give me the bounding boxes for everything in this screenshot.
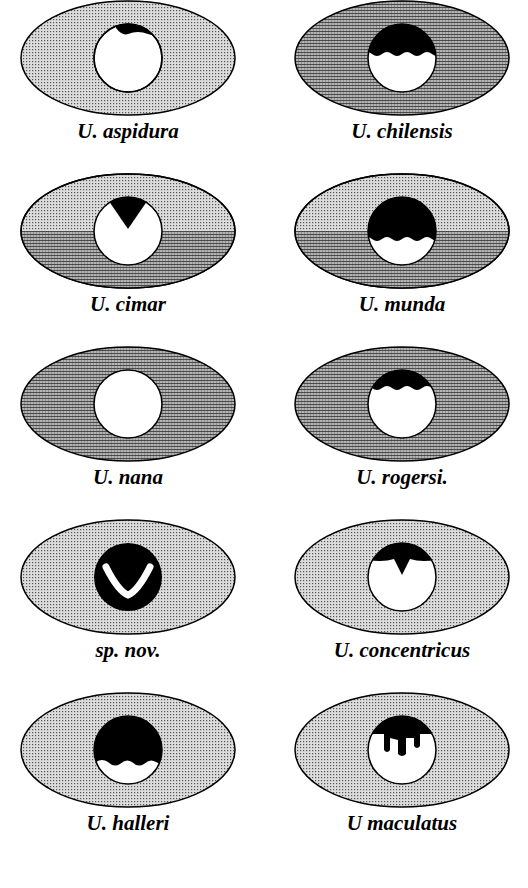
species-label: U. chilensis [351,120,453,143]
species-label: U maculatus [347,812,457,835]
species-label: U. munda [359,293,445,316]
eye-spot [295,1,509,115]
eye-spot [295,520,509,634]
species-label: U. cimar [90,293,166,316]
species-label: U. halleri [87,812,170,835]
eye-spot [295,174,509,288]
species-label: sp. nov. [95,639,160,662]
eye-spot [21,693,235,807]
species-label: U. aspidura [77,120,179,143]
eye-spot [295,347,509,461]
species-label: U. concentricus [334,639,471,662]
eye-spot [21,1,235,115]
species-label: U. nana [93,466,163,489]
eye-spot [21,347,235,461]
species-label: U. rogersi. [356,466,448,489]
eye-spot [295,693,509,807]
eye-spot [21,520,235,634]
eye-spot [21,174,235,288]
